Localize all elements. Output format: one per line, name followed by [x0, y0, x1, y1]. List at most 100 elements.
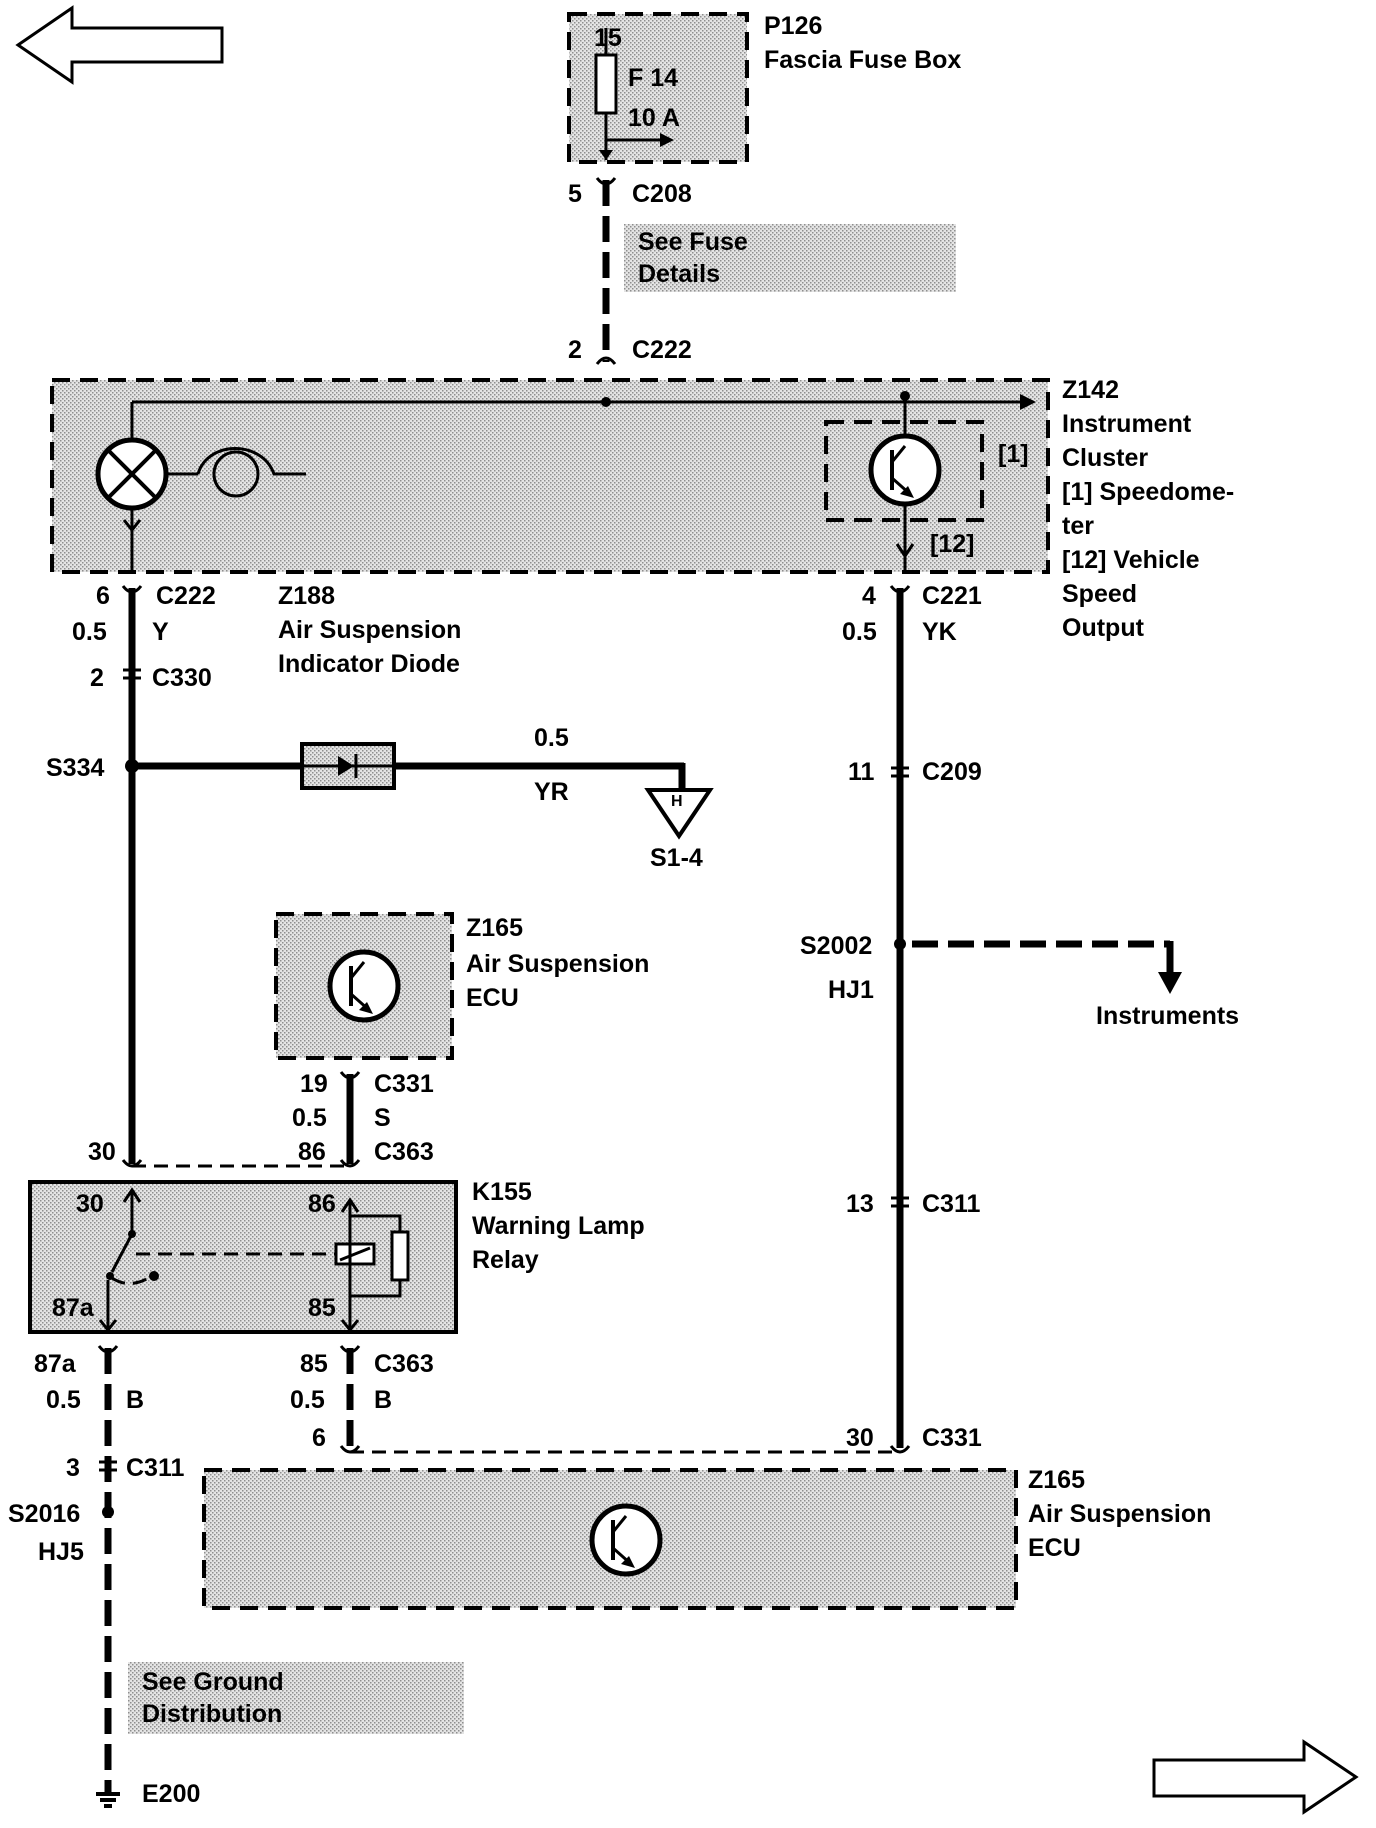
fuse-box-p126: 15 F 14 10 A	[567, 12, 749, 164]
c222-left-pin: 6	[96, 582, 110, 610]
s-wire-color: S	[374, 1104, 391, 1132]
c331-pin30: 30	[846, 1424, 874, 1452]
instruments-label[interactable]: Instruments	[1096, 1002, 1239, 1030]
relay-resistor-icon	[390, 1230, 410, 1282]
c208-label: C208	[632, 180, 692, 208]
ground-s1-4-icon	[644, 788, 714, 840]
c331-pin19: 19	[300, 1070, 328, 1098]
c331-top-label: C331	[374, 1070, 434, 1098]
c209-label: C209	[922, 758, 982, 786]
instruments-arrow-icon[interactable]	[1158, 972, 1182, 994]
relay-pin86: 86	[308, 1190, 336, 1218]
ground-e200-icon	[96, 1792, 120, 1808]
s334-label: S334	[46, 754, 104, 782]
see-fuse-details-note[interactable]: See Fuse Details	[624, 224, 956, 292]
b-color-mid: B	[374, 1386, 392, 1414]
connector-c221-icon	[889, 585, 911, 594]
c222-top-label: C222	[632, 336, 692, 364]
connector-c311-left-icon	[99, 1460, 117, 1472]
c221-pin: 4	[862, 582, 876, 610]
cluster-legend-12b: Speed	[1062, 580, 1137, 608]
c363-top-label: C363	[374, 1138, 434, 1166]
light-sensor-icon	[168, 447, 306, 498]
hj5-label: HJ5	[38, 1538, 84, 1566]
fuse-id-label: F 14	[628, 64, 678, 92]
c221-label: C221	[922, 582, 982, 610]
connector-c222-left-icon	[121, 585, 143, 594]
c363-pin85: 85	[300, 1350, 328, 1378]
connector-c363-left-icon	[97, 1345, 119, 1354]
cluster-name-2: Cluster	[1062, 444, 1148, 472]
fuse-box-id: P126	[764, 12, 822, 40]
cluster-legend-1b: ter	[1062, 512, 1094, 540]
left-wire-color: Y	[152, 618, 169, 646]
c222-top-pin: 2	[568, 336, 582, 364]
see-ground-distribution-note[interactable]: See Ground Distribution	[128, 1662, 464, 1734]
c222-left-label: C222	[156, 582, 216, 610]
c209-pin: 11	[848, 758, 875, 786]
yr-color: YR	[534, 778, 569, 806]
diode-name-1: Air Suspension	[278, 616, 461, 644]
connector-c363-bottom-icon	[339, 1345, 361, 1354]
ground-note-line1: See Ground	[142, 1668, 284, 1696]
ecu-lower-name-2: ECU	[1028, 1534, 1081, 1562]
cluster-legend-12a: [12] Vehicle	[1062, 546, 1200, 574]
c330-label: C330	[152, 664, 212, 692]
forward-arrow-icon[interactable]	[1152, 1739, 1359, 1815]
relay-id: K155	[472, 1178, 532, 1206]
connector-c311-right-icon	[891, 1196, 909, 1208]
speedometer-transistor-icon	[868, 433, 942, 507]
relay-switch-icon	[110, 1233, 134, 1273]
fuse-rating-label: 10 A	[628, 104, 680, 132]
ecu-lower-id: Z165	[1028, 1466, 1085, 1494]
splice-s2002	[894, 938, 906, 950]
back-arrow-icon[interactable]	[15, 5, 224, 85]
pin30-left: 30	[88, 1138, 116, 1166]
c330-pin: 2	[90, 664, 104, 692]
connector-c330-icon	[123, 668, 141, 680]
fuse-note-line1: See Fuse	[638, 228, 748, 256]
c363-pin86: 86	[298, 1138, 326, 1166]
cluster-tag-1: [1]	[998, 440, 1029, 468]
ecu-upper-transistor-icon	[327, 949, 401, 1023]
ground-note-line2: Distribution	[142, 1700, 282, 1728]
cluster-legend-1a: [1] Speedome-	[1062, 478, 1234, 506]
b-size-mid: 0.5	[290, 1386, 325, 1414]
connector-c222-top-icon	[595, 356, 617, 365]
c208-pin: 5	[568, 180, 582, 208]
connector-c208-icon	[595, 177, 617, 186]
cluster-tag-12: [12]	[930, 530, 974, 558]
c331-bottom-label: C331	[922, 1424, 982, 1452]
diode-z188-icon	[300, 742, 396, 790]
warning-lamp-icon	[95, 437, 169, 511]
c363-bottom-label: C363	[374, 1350, 434, 1378]
fuse-note-line2: Details	[638, 260, 720, 288]
yk-size: 0.5	[842, 618, 877, 646]
pin6-label: 6	[312, 1424, 326, 1452]
fuse-f14-icon	[594, 53, 618, 115]
fuse-box-name: Fascia Fuse Box	[764, 46, 961, 74]
c311-left-pin: 3	[66, 1454, 80, 1482]
connector-c209-icon	[891, 766, 909, 778]
left-wire-size: 0.5	[72, 618, 107, 646]
cluster-id: Z142	[1062, 376, 1119, 404]
ground-h: H	[671, 793, 683, 810]
instrument-cluster-z142: [1] [12]	[50, 378, 1050, 574]
diode-name-2: Indicator Diode	[278, 650, 460, 678]
hj1-label: HJ1	[828, 976, 874, 1004]
relay-pin30: 30	[76, 1190, 104, 1218]
ecu-upper-id: Z165	[466, 914, 523, 942]
diode-id: Z188	[278, 582, 335, 610]
ecu-lower-transistor-icon	[589, 1503, 663, 1577]
ground-s1-4: S1-4	[650, 844, 703, 872]
relay-name-1: Warning Lamp	[472, 1212, 645, 1240]
left-87a: 87a	[34, 1350, 77, 1378]
s2002-label: S2002	[800, 932, 872, 960]
relay-k155: 30 86 87a 85	[28, 1180, 458, 1334]
ecu-upper-name-1: Air Suspension	[466, 950, 649, 978]
cluster-legend-12c: Output	[1062, 614, 1145, 642]
cluster-name-1: Instrument	[1062, 410, 1192, 438]
b-size-left: 0.5	[46, 1386, 81, 1414]
ecu-lower-z165	[202, 1468, 1018, 1610]
